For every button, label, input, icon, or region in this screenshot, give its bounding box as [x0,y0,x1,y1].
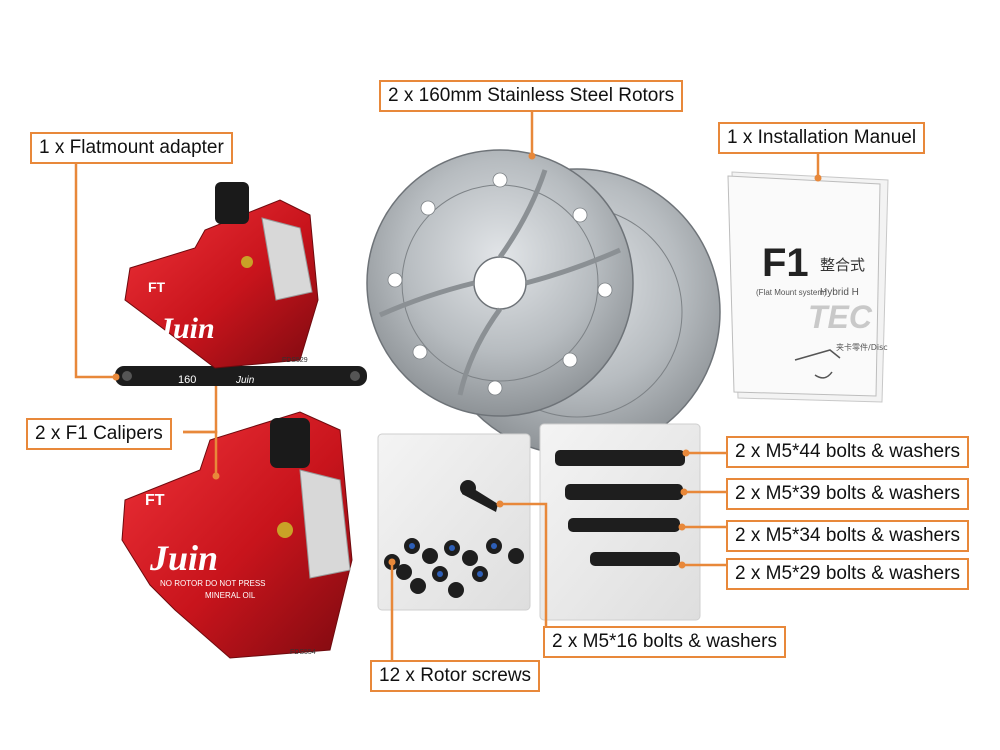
caliper-warning-1: NO ROTOR DO NOT PRESS [160,579,266,588]
manual-brand: TEC [808,299,873,335]
manual-subtitle: 整合式 [820,256,865,274]
caliper-top-code: FDS529 [282,357,308,364]
label-bolts-m5-29: 2 x M5*29 bolts & washers [726,558,969,590]
label-flatmount-adapter: 1 x Flatmount adapter [30,132,233,164]
callout-dots [112,152,822,569]
caliper-bottom-brand: Juin [149,538,218,578]
caliper-bottom: FT Juin NO ROTOR DO NOT PRESS MINERAL OI… [121,411,353,659]
caliper-top-model: FT [148,279,166,295]
label-bolts-m5-34: 2 x M5*34 bolts & washers [726,520,969,552]
label-calipers: 2 x F1 Calipers [26,418,172,450]
rotor-front [366,149,634,417]
caliper-bottom-model: FT [145,492,165,509]
label-installation-manual: 1 x Installation Manuel [718,122,926,154]
manual-title: F1 [762,241,809,285]
adapter-size-label: 160 [178,374,196,386]
manual-line-1: (Flat Mount system) [756,288,827,297]
caliper-warning-2: MINERAL OIL [205,591,256,600]
caliper-top-brand: Juin [157,312,215,345]
label-bolts-m5-39: 2 x M5*39 bolts & washers [726,478,969,510]
label-bolts-m5-16: 2 x M5*16 bolts & washers [543,626,786,658]
callout-leaders [74,108,820,662]
installation-manual: F1 整合式 (Flat Mount system) Hybrid H TEC … [727,171,889,403]
caliper-bottom-code: FDS554 [290,649,316,656]
caliper-top: FT Juin FDS529 [124,182,319,369]
label-rotor-screws: 12 x Rotor screws [370,660,541,692]
rotor-screws-bag [377,433,531,611]
label-bolts-m5-44: 2 x M5*44 bolts & washers [726,436,969,468]
manual-footer: 夹卡零件/Disc [836,342,888,352]
flatmount-adapter: 160 Juin [115,366,367,386]
label-rotors: 2 x 160mm Stainless Steel Rotors [379,80,684,112]
manual-line-2: Hybrid H [820,287,859,298]
adapter-brand-label: Juin [235,375,255,386]
bolts-bag [539,423,701,621]
